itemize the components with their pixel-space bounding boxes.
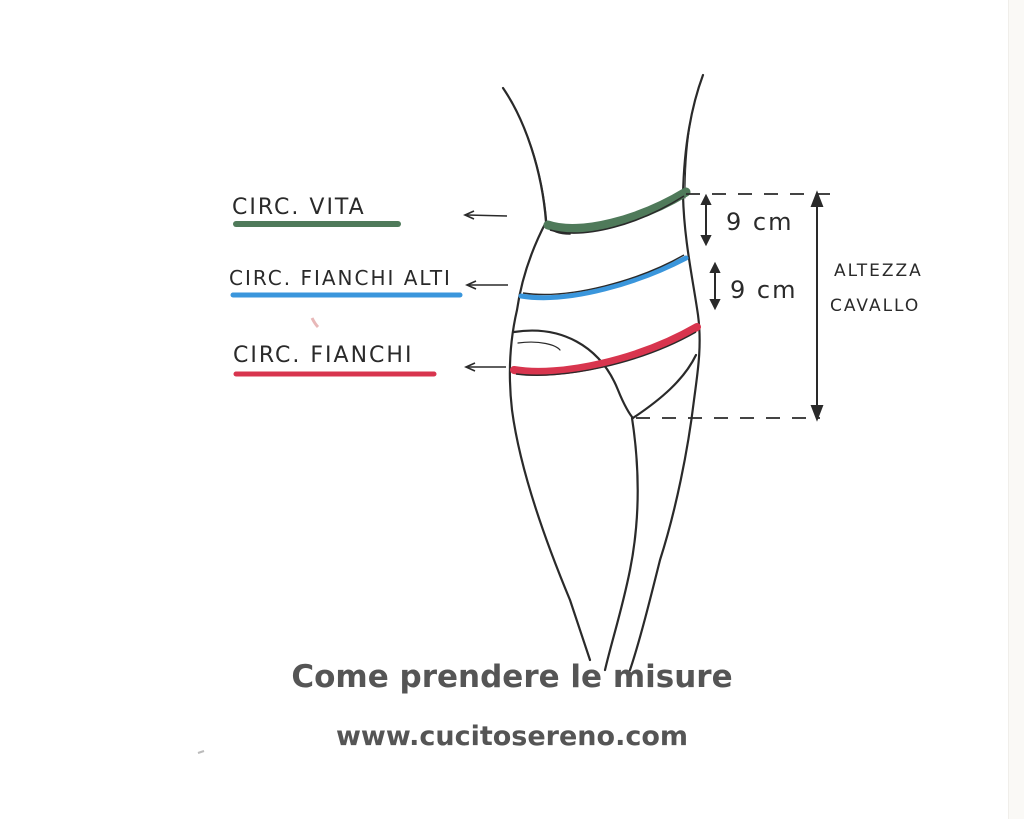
waist-band-outline	[549, 195, 685, 234]
waist-arrow-icon	[466, 214, 508, 217]
label-high-hips: CIRC. FIANCHI ALTI	[229, 266, 452, 290]
label-crotch-height-2: CAVALLO	[830, 296, 920, 316]
label-distance-2: 9 cm	[730, 276, 797, 304]
hip-band-outline	[515, 331, 697, 376]
waist-band	[543, 187, 691, 233]
stray-mark	[310, 317, 320, 329]
pointer-arrows	[463, 210, 508, 372]
label-distance-1: 9 cm	[726, 208, 793, 236]
stray-mark-2	[197, 750, 205, 754]
label-waist: CIRC. VITA	[232, 195, 366, 220]
label-hips: CIRC. FIANCHI	[233, 343, 413, 368]
label-crotch-height-1: ALTEZZA	[834, 261, 923, 281]
paper-edge	[1008, 0, 1024, 819]
hip-band	[510, 323, 701, 376]
distance-arrows	[700, 190, 824, 422]
caption-title: Come prendere le misure	[291, 659, 733, 695]
dashed-guides	[636, 193, 830, 419]
high-hip-band	[518, 255, 689, 301]
high-hip-band-outline	[522, 254, 685, 296]
caption-website: www.cucitosereno.com	[335, 721, 689, 752]
